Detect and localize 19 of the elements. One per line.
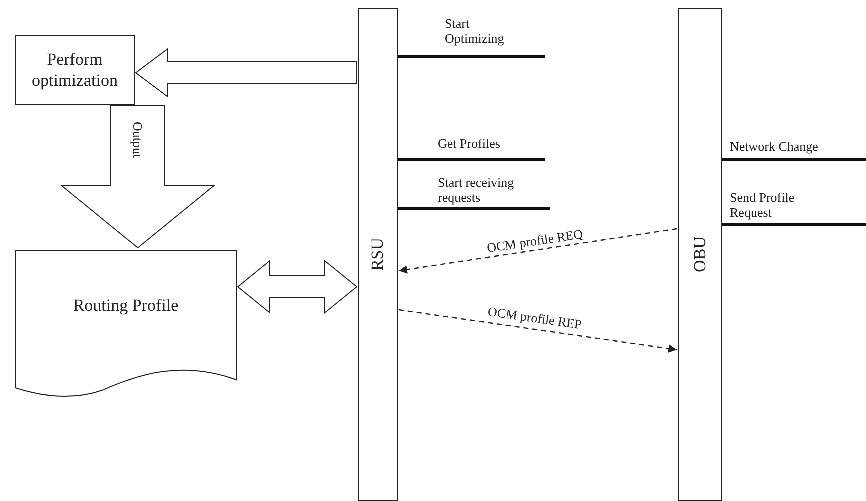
lifeline-bar bbox=[678, 8, 722, 501]
event-label: Start receiving requests bbox=[438, 175, 516, 205]
lifeline-bar bbox=[358, 8, 398, 501]
event-label: Get Profiles bbox=[438, 136, 502, 151]
node-text: OBU bbox=[690, 236, 710, 272]
block-arrow bbox=[237, 260, 358, 314]
node-text: Routing Profile bbox=[73, 295, 179, 316]
arrow bbox=[398, 309, 678, 353]
process-box bbox=[15, 35, 135, 105]
node-text: RSU bbox=[368, 238, 388, 272]
block-arrow bbox=[60, 106, 216, 249]
edge-label: Output bbox=[130, 120, 146, 160]
block-arrow bbox=[135, 48, 358, 98]
document-shape bbox=[15, 250, 237, 400]
event-label: Network Change bbox=[730, 139, 820, 154]
event-label: Send Profile Request bbox=[730, 190, 796, 220]
event-label: Start Optimizing bbox=[445, 16, 506, 46]
arrow bbox=[398, 228, 678, 274]
node-text: Perform optimization bbox=[31, 49, 119, 91]
